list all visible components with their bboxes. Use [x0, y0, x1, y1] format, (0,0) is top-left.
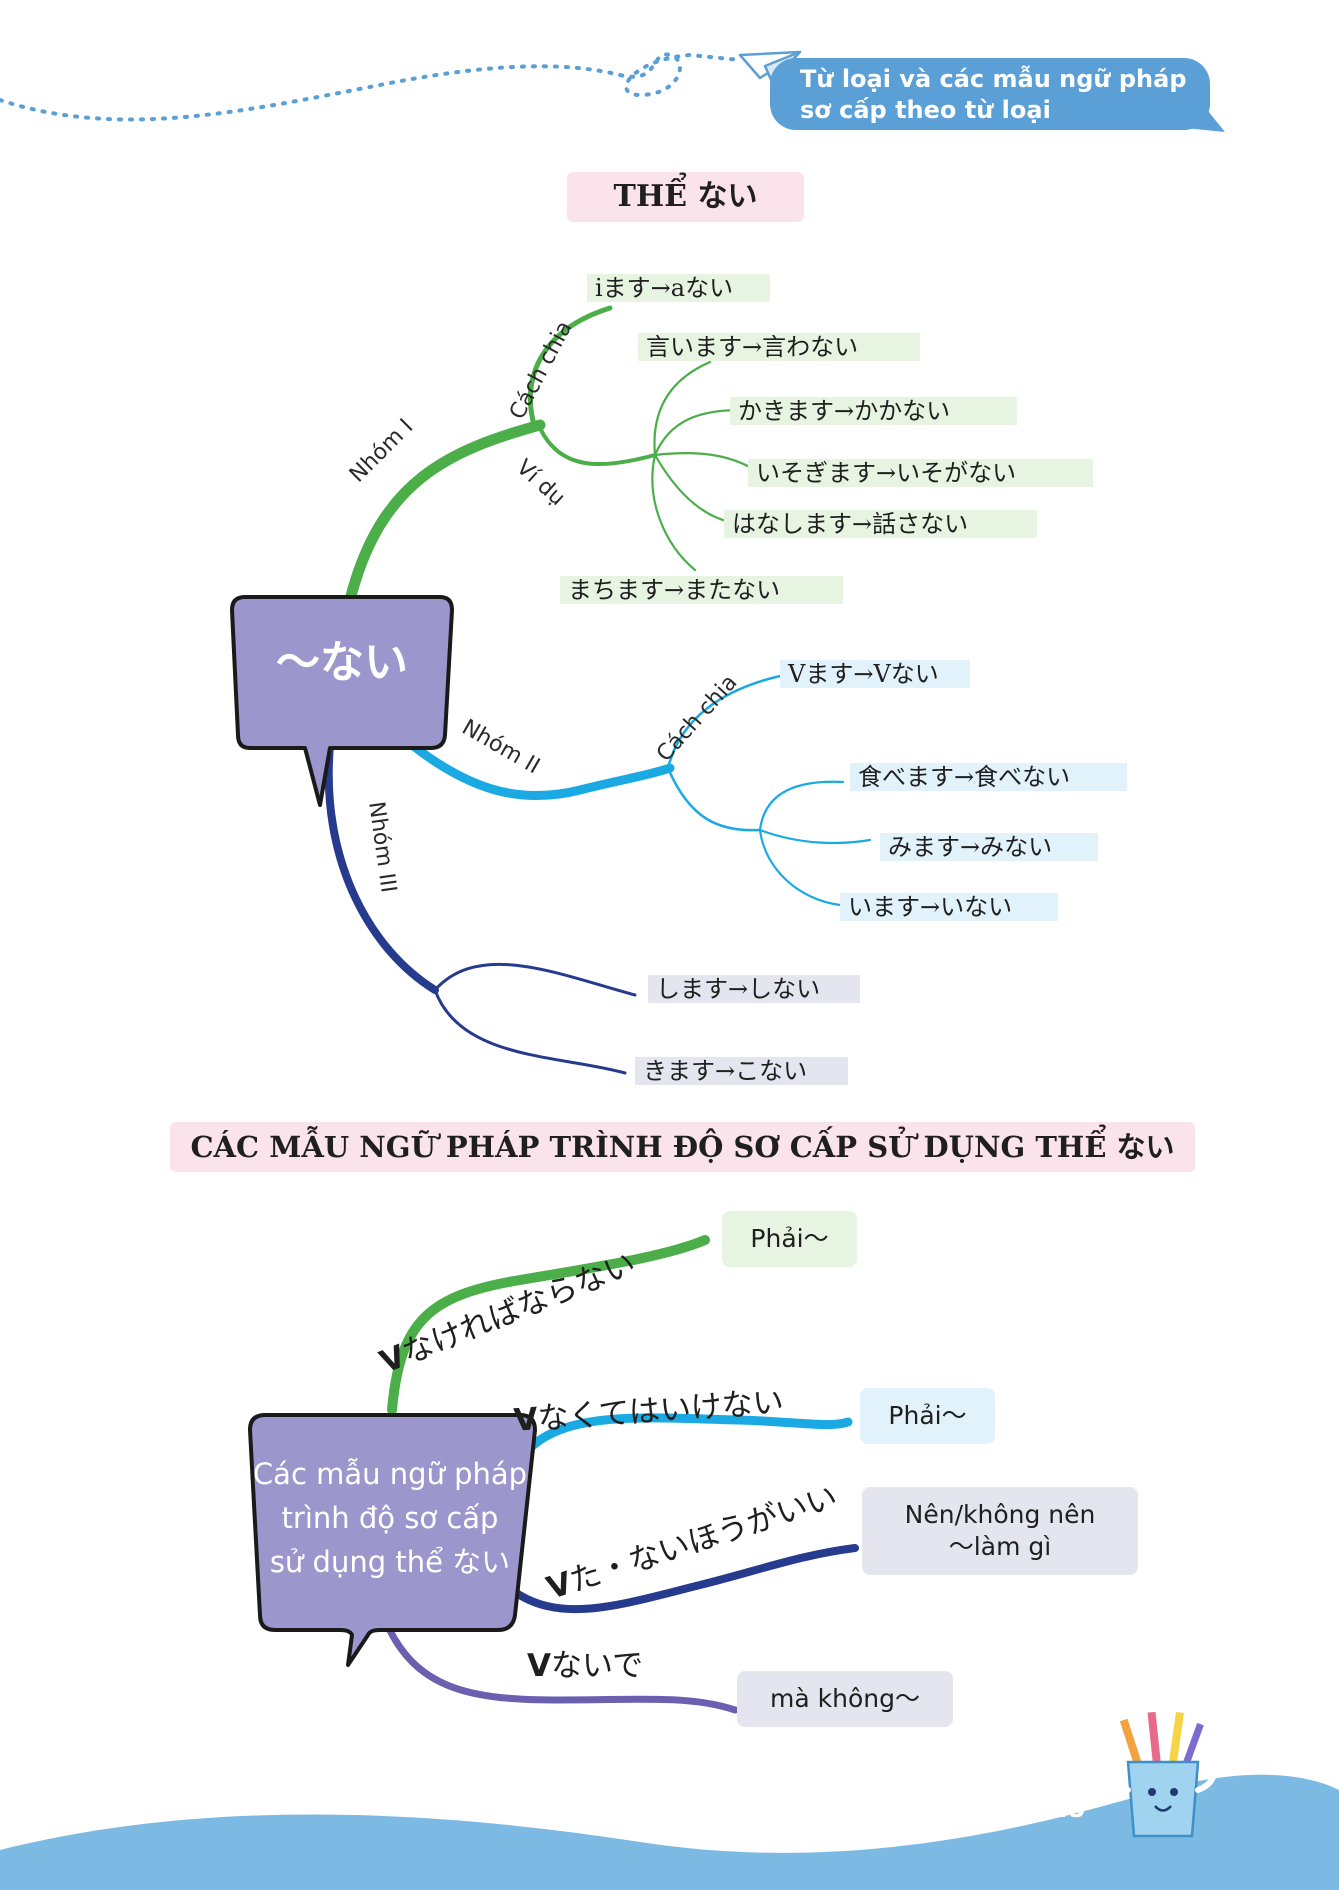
pattern-4-meaning: mà không〜 [737, 1671, 953, 1727]
pattern-1-meaning: Phải〜 [722, 1211, 857, 1267]
group3-example-2: きます→こない [635, 1057, 848, 1085]
bubble-2-line-1: Các mẫu ngữ pháp [252, 1457, 528, 1491]
group1-example-2: かきます→かかない [730, 397, 1017, 425]
bubble-2-line-3a: sử dụng thể [269, 1545, 453, 1579]
branch-group1-main [344, 419, 546, 606]
pattern-4-label: Vないで [527, 1640, 643, 1685]
branch-group1-leaves [651, 360, 757, 572]
bubble-2-line-3b: ない [452, 1545, 511, 1579]
branch-pattern-2 [525, 1413, 853, 1453]
pattern-2-v: V [512, 1401, 540, 1439]
group1-example-3: いそぎます→いそがない [748, 459, 1093, 487]
bubble-1-shape [230, 595, 454, 807]
pattern-3-meaning: Nên/không nên 〜làm gì [862, 1487, 1138, 1575]
bubble-1-label: 〜ない [276, 637, 408, 688]
page-number: 45 [1052, 1795, 1086, 1823]
chapter-banner: Từ loại và các mẫu ngữ pháp sơ cấp theo … [770, 58, 1210, 130]
branch-pattern-1 [387, 1235, 710, 1415]
branch-group3-leaf2 [433, 988, 627, 1075]
bubble-2-shape [248, 1413, 537, 1667]
branch-group2-example [666, 766, 762, 832]
group1-rule-tag: iます→aない [587, 274, 770, 302]
branch-group3-main [324, 741, 439, 994]
pattern-4-v: V [527, 1648, 551, 1684]
group2-example-3: います→いない [840, 893, 1058, 921]
group2-rule-tag: Vます→Vない [780, 660, 970, 688]
group2-example-1: 食べます→食べない [850, 763, 1127, 791]
group2-example-2: みます→みない [880, 833, 1098, 861]
group1-example-5: まちます→またない [560, 576, 843, 604]
pencil-cup-icon [1109, 1711, 1217, 1838]
pattern-2-meaning: Phải〜 [860, 1388, 995, 1444]
bubble-2-line-3: sử dụng thể ない [250, 1540, 530, 1584]
group1-example-1: 言います→言わない [638, 333, 920, 361]
pattern-3-meaning-line-2: 〜làm gì [948, 1532, 1052, 1561]
banner-line-2: sơ cấp theo từ loại [800, 96, 1051, 124]
section2-title: CÁC MẪU NGỮ PHÁP TRÌNH ĐỘ SƠ CẤP SỬ DỤNG… [170, 1122, 1195, 1172]
section1-title: THỂ ない [567, 172, 804, 222]
group1-example-4: はなします→話さない [724, 510, 1037, 538]
branch-group1-example [538, 426, 657, 466]
pattern-4-text: ないで [551, 1648, 644, 1684]
branch-group2-rule [666, 674, 782, 770]
group3-example-1: します→しない [648, 975, 860, 1003]
banner-line-1: Từ loại và các mẫu ngữ pháp [800, 65, 1187, 93]
branch-pattern-4 [381, 1616, 739, 1714]
bottom-wave [0, 1774, 1339, 1890]
bubble-2-line-2: trình độ sơ cấp [281, 1501, 499, 1535]
dotted-trail [0, 52, 742, 122]
branch-group2-leaves [758, 780, 872, 907]
branch-group1-rule [527, 305, 613, 431]
branch-pattern-3 [508, 1544, 859, 1614]
bubble-2-label: Các mẫu ngữ pháp trình độ sơ cấp sử dụng… [250, 1452, 530, 1584]
branch-group2-main [407, 740, 675, 801]
branch-group3-leaf1 [433, 962, 637, 997]
pattern-3-meaning-line-1: Nên/không nên [904, 1500, 1096, 1529]
